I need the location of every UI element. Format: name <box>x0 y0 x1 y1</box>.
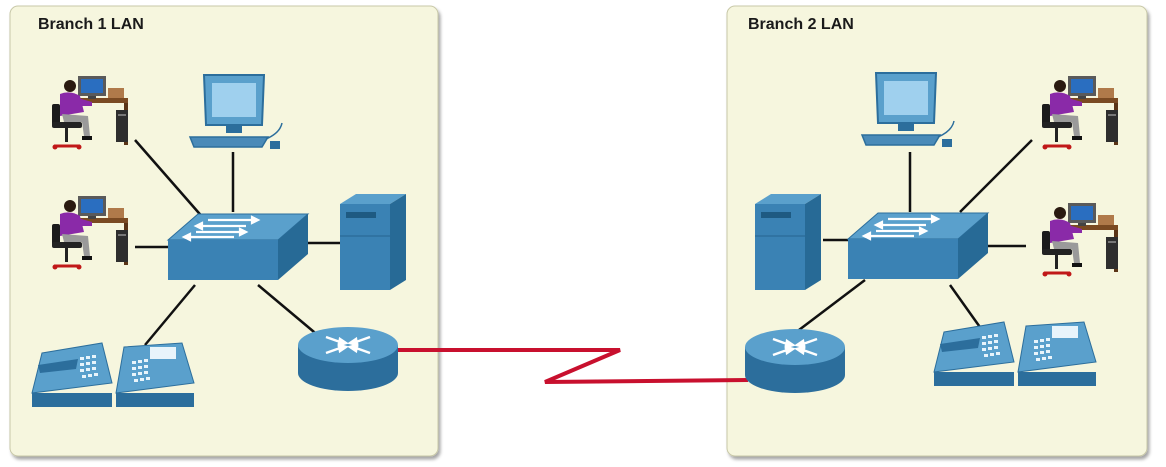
cable-b1-user1-switch <box>134 139 206 221</box>
cable-b2-user1-switch <box>959 139 1033 213</box>
cable-b1-router-switch <box>257 284 321 338</box>
cable-b2-phone-switch <box>948 284 984 331</box>
cable-b1-phone-switch <box>144 284 196 346</box>
branch1-lan-title: Branch 1 LAN <box>38 16 144 33</box>
branch2-server-icon <box>754 193 822 291</box>
branch1-server-icon <box>339 193 407 291</box>
branch2-router-icon <box>743 327 847 395</box>
branch2-lan-title: Branch 2 LAN <box>748 16 854 33</box>
wan-serial-link <box>398 348 749 384</box>
cable-b2-router-switch <box>794 279 866 334</box>
branch1-cables <box>134 139 340 346</box>
branch1-router-icon <box>296 325 400 393</box>
branch2-switch-icon <box>846 211 990 281</box>
branch2-cables <box>794 139 1033 334</box>
branch1-switch-icon <box>166 212 310 282</box>
